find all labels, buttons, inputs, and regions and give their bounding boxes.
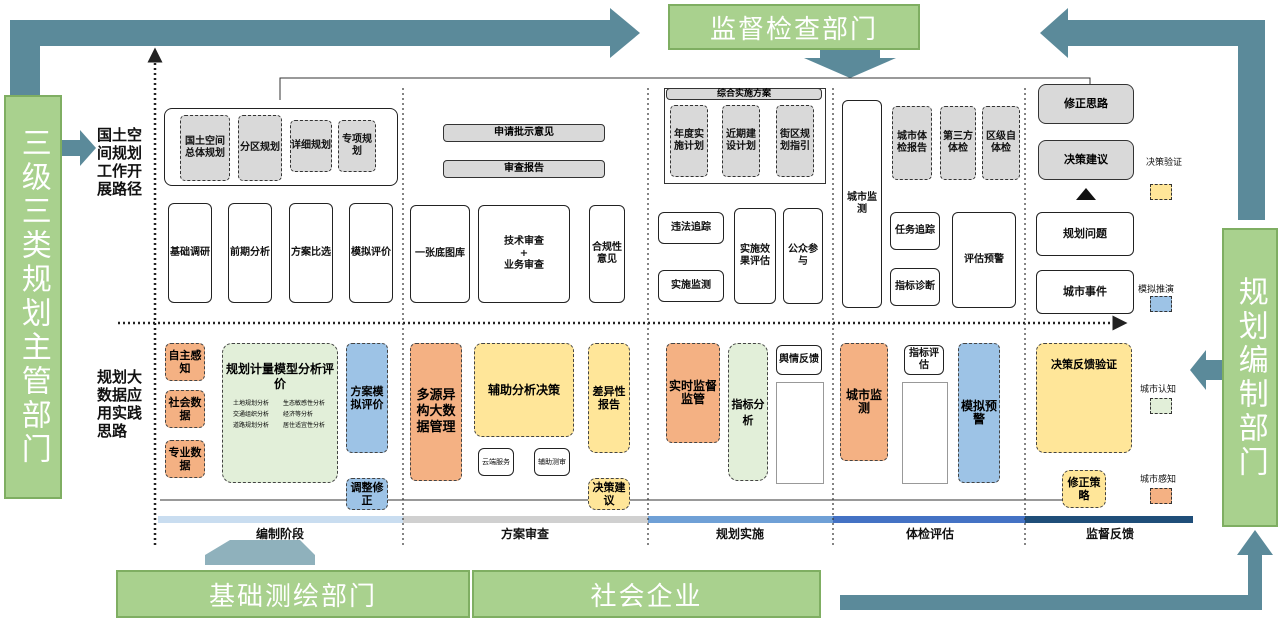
legend-label-3: 城市感知 — [1140, 475, 1177, 485]
eval-report-2: 区级自体检 — [982, 106, 1020, 180]
legend-label-2: 城市认知 — [1140, 385, 1177, 395]
row2-label: 规划大数据应用实践思路 — [97, 368, 143, 440]
index-box: 指标分析 — [728, 343, 768, 481]
legend-label-1: 模拟推演 — [1138, 285, 1175, 295]
multi-data-box: 多源异构大数据管理 — [410, 343, 462, 481]
pro-data-box: 专业数据 — [165, 440, 205, 478]
impl-header: 综合实施方案 — [666, 88, 822, 100]
arrow-bottom-right — [840, 530, 1273, 610]
city-monitor-box: 城市监测 — [842, 100, 882, 308]
report-box: 审查报告 — [443, 160, 605, 178]
model-title: 规划计量模型分析评价 — [225, 362, 334, 391]
right-dept-label: 规划编制部门 — [1232, 275, 1268, 480]
legend-label-0: 决策验证 — [1146, 158, 1183, 168]
bottom-left-dept-box: 基础测绘部门 — [116, 570, 470, 618]
phase-4: 监督反馈 — [1085, 527, 1134, 541]
step-0: 基础调研 — [168, 203, 212, 303]
arrow-bottom-up — [205, 540, 315, 565]
model-item-2: 道路规划分析 — [233, 422, 270, 429]
plan-type-2: 详细规划 — [290, 120, 332, 172]
diff-report-box: 差异性报告 — [588, 343, 630, 453]
plan-types-group — [164, 108, 398, 186]
step-3: 模拟评价 — [349, 203, 393, 303]
arrow-right-in — [1190, 350, 1222, 390]
task-box: 任务追踪 — [890, 212, 940, 250]
public-box: 公众参与 — [783, 208, 823, 304]
plan-type-1: 分区规划 — [238, 115, 282, 181]
social-data-box: 社会数据 — [165, 390, 205, 428]
suggest-box: 决策建议 — [1038, 140, 1134, 180]
assist-box: 辅助分析决策 — [474, 343, 574, 437]
event-box: 城市事件 — [1036, 270, 1134, 314]
impl-item-2: 街区规划指引 — [776, 105, 814, 177]
phase-3: 体检评估 — [905, 527, 954, 541]
tech-plus: + — [519, 248, 529, 259]
realtime-box: 实时监督监管 — [666, 343, 720, 443]
right-dept-box: 规划编制部门 — [1222, 228, 1278, 527]
left-dept-label: 三级三类规划主管部门 — [15, 127, 51, 467]
opinion-list — [776, 382, 824, 484]
trace-box: 违法追踪 — [658, 212, 724, 244]
index-eval-list — [902, 382, 948, 484]
map-box: 一张底图库 — [410, 205, 470, 303]
fix-box: 修正思路 — [1038, 84, 1134, 124]
decide-box: 决策建议 — [588, 478, 630, 510]
verify-box: 决策反馈验证 — [1036, 343, 1132, 453]
model-item-1: 交通组织分析 — [233, 411, 270, 418]
sim-warn-box: 模拟预警 — [958, 343, 1000, 483]
arrow-top-down — [804, 50, 896, 78]
city-box: 城市监测 — [840, 343, 888, 461]
phase-2: 规划实施 — [715, 527, 764, 541]
fix-route-box: 修正策略 — [1062, 470, 1106, 508]
legend-swatch-0 — [1150, 184, 1172, 200]
assist-tool-box: 辅助测审 — [534, 448, 570, 476]
top-dept-box: 监督检查部门 — [668, 4, 920, 50]
legend-swatch-2 — [1150, 398, 1172, 414]
model-item-3: 生态敏感性分析 — [283, 400, 326, 407]
left-dept-box: 三级三类规划主管部门 — [4, 95, 62, 499]
sim-box: 方案模拟评价 — [346, 343, 388, 453]
compliance-box: 合规性意见 — [589, 205, 625, 303]
diag-box: 指标诊断 — [890, 268, 940, 306]
biz-label: 业务审查 — [504, 260, 544, 271]
plan-type-3: 专项规划 — [338, 120, 376, 172]
apply-box: 申请批示意见 — [443, 124, 605, 142]
adjust-box: 调整修正 — [346, 478, 388, 510]
arrow-left-label — [62, 130, 96, 166]
model-item-5: 居住适宜性分析 — [283, 422, 326, 429]
step-1: 前期分析 — [228, 203, 272, 303]
monitor-box: 实施监测 — [658, 270, 724, 302]
tech-label: 技术审查 — [504, 236, 544, 247]
impl-item-0: 年度实施计划 — [670, 105, 708, 177]
index-eval-box: 指标评估 — [904, 345, 944, 375]
bottom-mid-dept-box: 社会企业 — [472, 570, 821, 618]
model-box: 规划计量模型分析评价 土地规划分析 生态敏感性分析 交通组织分析 经济等分析 道… — [222, 343, 338, 483]
model-item-4: 经济等分析 — [283, 411, 314, 418]
arrow-top-left — [10, 8, 640, 95]
warn-box: 评估预警 — [952, 212, 1016, 308]
plan-type-0: 国土空间总体规划 — [180, 115, 230, 181]
effect-box: 实施效果评估 — [734, 208, 776, 304]
legend-swatch-3 — [1150, 488, 1172, 504]
cloud-box: 云端服务 — [478, 448, 514, 476]
row1-label: 国土空间规划工作开展路径 — [97, 126, 143, 198]
step-2: 方案比选 — [289, 203, 333, 303]
tech-box: 技术审查 + 业务审查 — [478, 205, 570, 303]
arrow-top-right — [1040, 8, 1265, 220]
impl-item-1: 近期建设计划 — [722, 105, 760, 177]
opinion-box: 舆情反馈 — [776, 345, 822, 375]
problem-box: 规划问题 — [1036, 212, 1134, 256]
legend-swatch-1 — [1150, 296, 1172, 312]
eval-report-0: 城市体检报告 — [892, 106, 932, 180]
model-items: 土地规划分析 生态敏感性分析 交通组织分析 经济等分析 道路规划分析 居住适宜性… — [223, 392, 337, 435]
phase-0: 编制阶段 — [255, 527, 304, 541]
up-arrow-icon — [1076, 188, 1096, 200]
model-item-0: 土地规划分析 — [233, 400, 270, 407]
eval-report-1: 第三方体检 — [940, 106, 976, 180]
phase-1: 方案审查 — [500, 527, 549, 541]
self-sense-box: 自主感知 — [165, 343, 205, 381]
